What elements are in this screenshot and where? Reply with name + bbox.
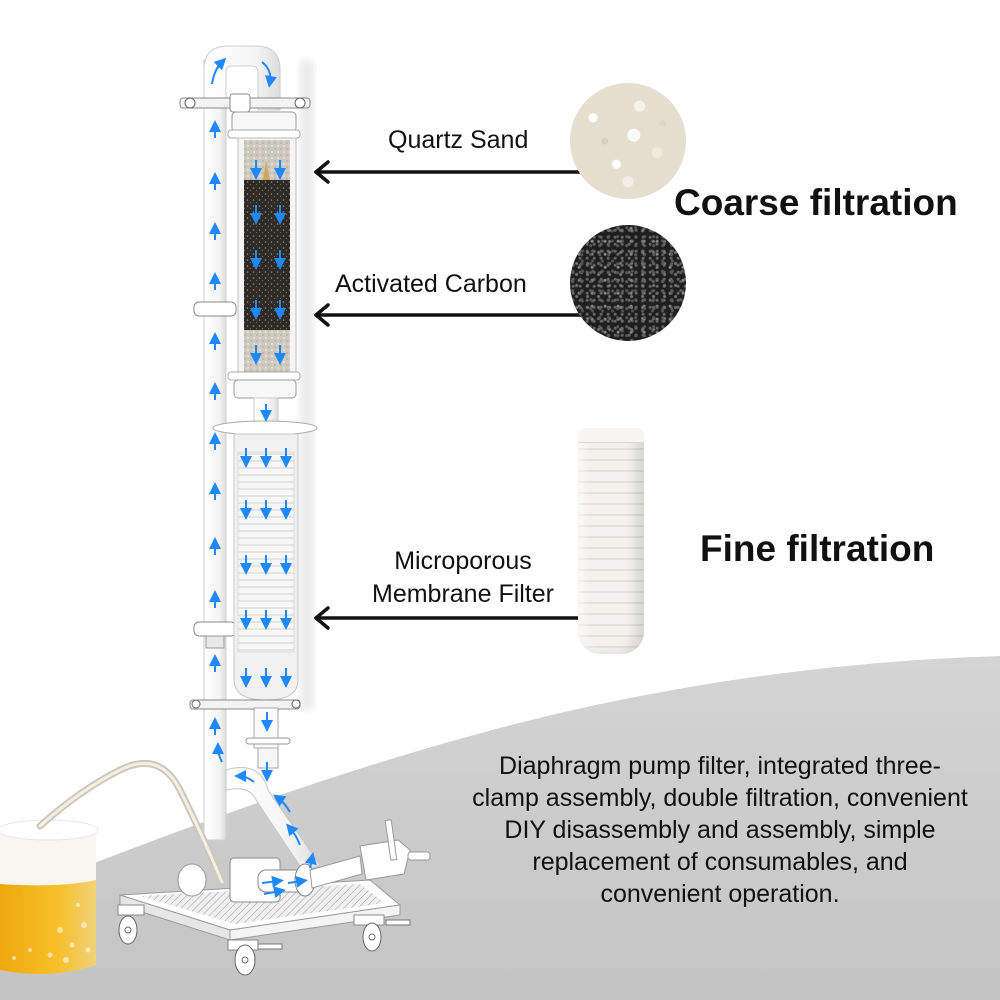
callout-arrows <box>314 160 588 630</box>
outlet-pipe <box>309 855 363 889</box>
caster-wheel-left <box>117 904 145 945</box>
flow-arrows-pump <box>212 742 317 899</box>
activated-carbon-swatch <box>570 225 686 341</box>
quartz-sand-swatch <box>570 83 686 199</box>
carbon-layer <box>244 180 290 330</box>
fine-filter-lid <box>212 420 318 436</box>
membrane-filter-label: Microporous Membrane Filter <box>352 545 574 611</box>
caster-wheel-front <box>227 939 283 976</box>
outlet-valve <box>359 819 431 881</box>
return-pipe-clamp-upper <box>193 301 237 317</box>
membrane-label-line2: Membrane Filter <box>372 580 554 608</box>
membrane-cartridge <box>578 428 644 654</box>
quartz-sand-label: Quartz Sand <box>388 126 529 154</box>
product-description: Diaphragm pump filter, integrated three-… <box>472 752 968 908</box>
caster-wheel-right <box>353 914 411 952</box>
sand-layer-bottom <box>244 330 290 372</box>
coarse-filtration-heading: Coarse filtration <box>674 182 958 223</box>
bottom-valve-assembly <box>189 699 301 769</box>
return-pipe-clamp-lower <box>193 621 237 637</box>
fine-filtration-heading: Fine filtration <box>700 528 935 569</box>
beer-container <box>0 819 99 974</box>
membrane-label-line1: Microporous <box>394 547 532 575</box>
flow-arrows-fine <box>240 448 292 782</box>
activated-carbon-label: Activated Carbon <box>335 270 527 298</box>
flow-arrows-coarse <box>250 160 286 422</box>
clamp-middle <box>233 379 297 399</box>
clamp-top <box>231 111 297 133</box>
flow-arrows-up <box>209 57 277 735</box>
top-valve-assembly <box>179 93 311 113</box>
